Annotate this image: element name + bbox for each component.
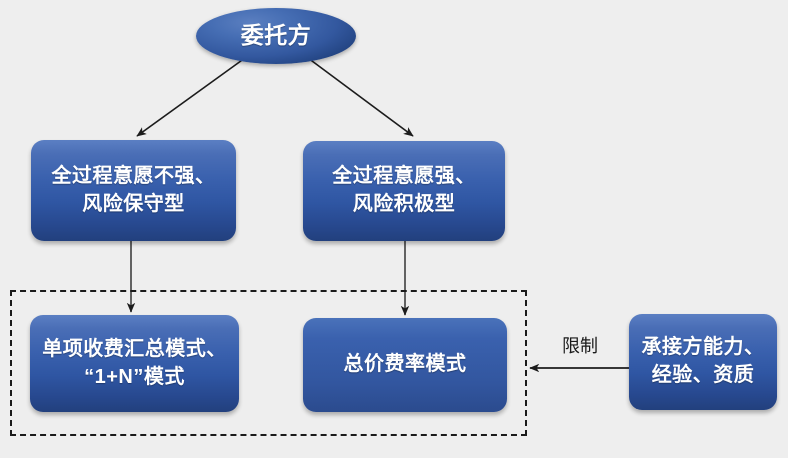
node-client-label: 委托方 <box>240 22 312 49</box>
node-high-willingness-label: 全过程意愿强、 风险积极型 <box>332 165 476 215</box>
node-contractor-capability-label: 承接方能力、 经验、资质 <box>641 336 765 386</box>
node-contractor-capability[interactable]: 承接方能力、 经验、资质 <box>629 314 777 410</box>
node-low-willingness[interactable]: 全过程意愿不强、 风险保守型 <box>31 140 236 241</box>
node-high-willingness[interactable]: 全过程意愿强、 风险积极型 <box>303 141 505 241</box>
fee-mode-group-boundary <box>10 290 527 436</box>
edge-client-to-high-willingness <box>307 57 414 137</box>
node-client[interactable]: 委托方 <box>196 8 356 64</box>
node-low-willingness-label: 全过程意愿不强、 风险保守型 <box>51 164 216 215</box>
node-itemized-mode-label: 单项收费汇总模式、 “1+N”模式 <box>42 337 227 388</box>
node-itemized-mode[interactable]: 单项收费汇总模式、 “1+N”模式 <box>30 315 239 412</box>
node-lumpsum-mode-label: 总价费率模式 <box>343 353 467 376</box>
node-lumpsum-mode[interactable]: 总价费率模式 <box>303 318 507 412</box>
edge-label-restriction: 限制 <box>562 336 598 356</box>
edge-client-to-low-willingness <box>136 57 246 137</box>
